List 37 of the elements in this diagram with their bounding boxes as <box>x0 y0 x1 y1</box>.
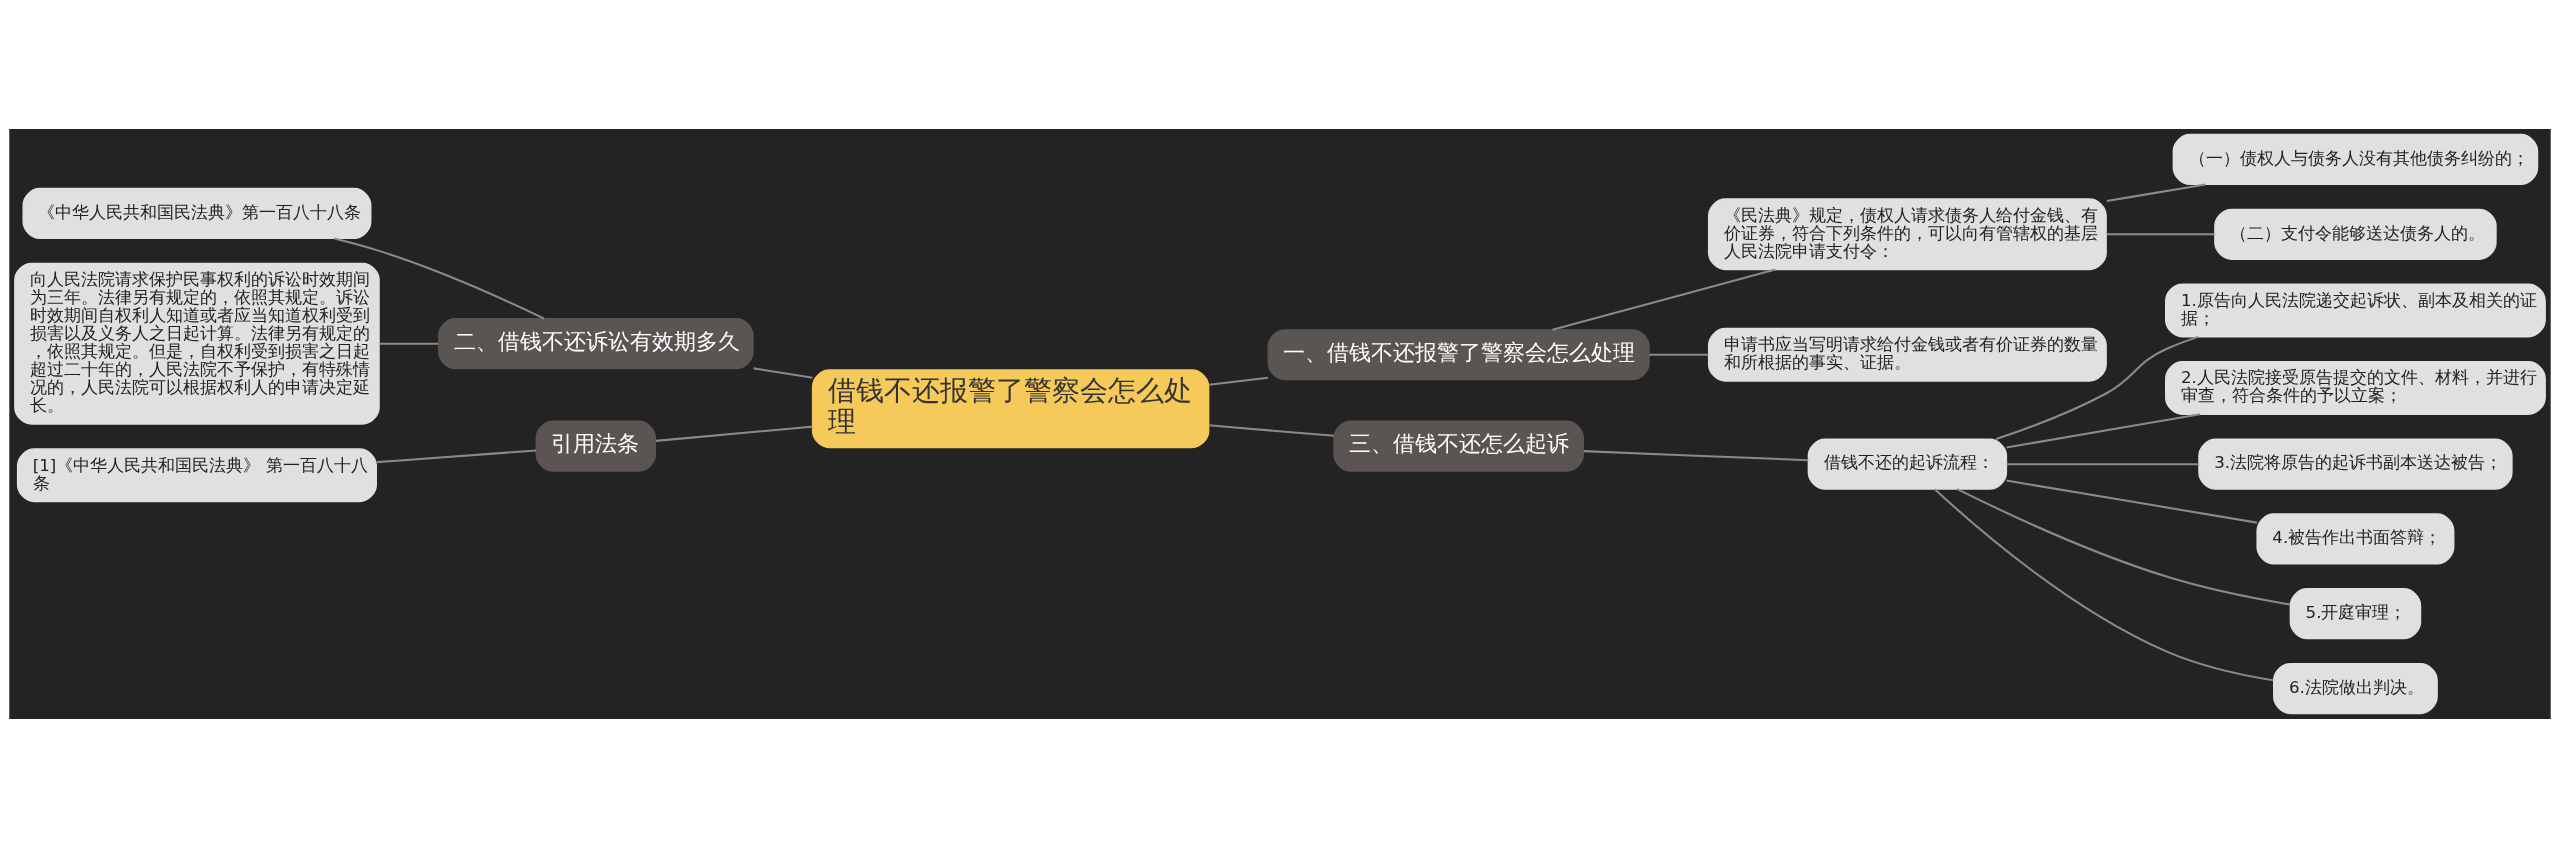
connector <box>2106 232 2215 235</box>
connector <box>2106 182 2206 202</box>
connector <box>334 237 545 319</box>
node-box: 3.法院将原告的起诉书副本送达被告； <box>2198 438 2513 490</box>
node-box: 二、借钱不还诉讼有效期多久 <box>437 317 754 369</box>
node-box: 5.开庭审理； <box>2289 587 2422 639</box>
connector <box>1209 423 1334 437</box>
node-box: 1.原告向人民法院递交起诉状、副本及相关的证据； <box>2165 282 2546 337</box>
connector <box>2006 412 2201 448</box>
node-box: 借钱不还报警了警察会怎么处理 <box>811 368 1210 448</box>
node-box: 向人民法院请求保护民事权利的诉讼时效期间为三年。法律另有规定的，依照其规定。诉讼时效期间自权利人知道或者应当知道权利受到损害以及义务人之日起计算。法律另有规定的，依照其规定。但是，自权利受到损害之日起超过二十年的，人民法院不予保护，有特殊情况的，人民法院可以根据权利人的申请决定延长。 <box>14 262 380 425</box>
node-box: 申请书应当写明请求给付金钱或者有价证券的数量和所根据的事实、证据。 <box>1707 327 2107 382</box>
connector <box>1934 487 2274 681</box>
node-box: 一、借钱不还报警了警察会怎么处理 <box>1267 328 1650 380</box>
connector <box>2006 479 2258 524</box>
node-box: 三、借钱不还怎么起诉 <box>1333 420 1584 472</box>
node-box: 《中华人民共和国民法典》第一百八十八条 <box>22 187 372 239</box>
node-box: 借钱不还的起诉流程： <box>1807 438 2008 490</box>
connector <box>1209 376 1269 386</box>
node-box: （二）支付令能够送达债务人的。 <box>2214 208 2497 260</box>
node-box: 6.法院做出判决。 <box>2273 662 2438 714</box>
connector <box>1583 449 1809 461</box>
node-box: 引用法条 <box>535 420 657 472</box>
connector <box>2006 462 2199 465</box>
connector <box>379 342 439 345</box>
connector <box>1552 268 1776 331</box>
node-box: [1]《中华人民共和国民法典》 第一百八十八条 <box>16 447 377 502</box>
connector <box>1956 487 2291 606</box>
connector <box>655 425 813 442</box>
connector <box>1995 335 2199 440</box>
node-box: 2.人民法院接受原告提交的文件、材料，并进行审查，符合条件的予以立案； <box>2165 360 2546 415</box>
node-box: 《民法典》规定，债权人请求债务人给付金钱、有价证券，符合下列条件的，可以向有管辖权的基层人民法院申请支付令： <box>1707 197 2107 270</box>
node-box: 4.被告作出书面答辩； <box>2256 512 2455 565</box>
node-box: （一）债权人与债务人没有其他债务纠纷的； <box>2172 133 2539 185</box>
connector <box>753 366 813 379</box>
connector <box>1649 353 1709 356</box>
connector <box>376 448 537 463</box>
